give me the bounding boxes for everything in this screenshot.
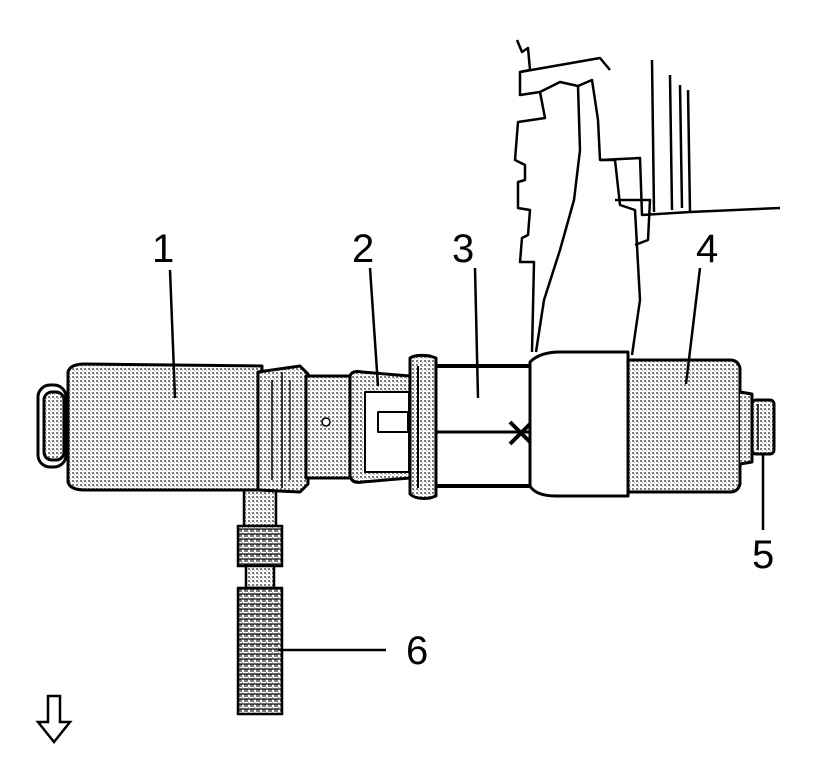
callout-4: 4 [696,227,718,271]
bearing-receiver-cylinder [626,358,754,494]
callout-2: 2 [352,227,374,271]
leader-line-4 [684,267,702,385]
leader-line-3 [473,267,480,399]
leader-lines [168,267,765,652]
callout-5: 5 [752,533,774,577]
callout-3: 3 [452,227,474,271]
forcing-screw-end [750,398,776,456]
callout-1: 1 [152,227,174,271]
hose-fitting [236,486,284,716]
leader-line-2 [368,267,380,387]
knuckle-bore-block [528,350,630,498]
down-arrow-icon [35,694,73,745]
leader-line-1 [168,269,177,399]
vehicle-knuckle-outline [513,39,781,356]
receiver-sleeve [408,353,580,500]
callout-6: 6 [406,629,428,673]
hydraulic-cylinder-body [36,362,352,494]
adapter-collar [348,370,412,484]
